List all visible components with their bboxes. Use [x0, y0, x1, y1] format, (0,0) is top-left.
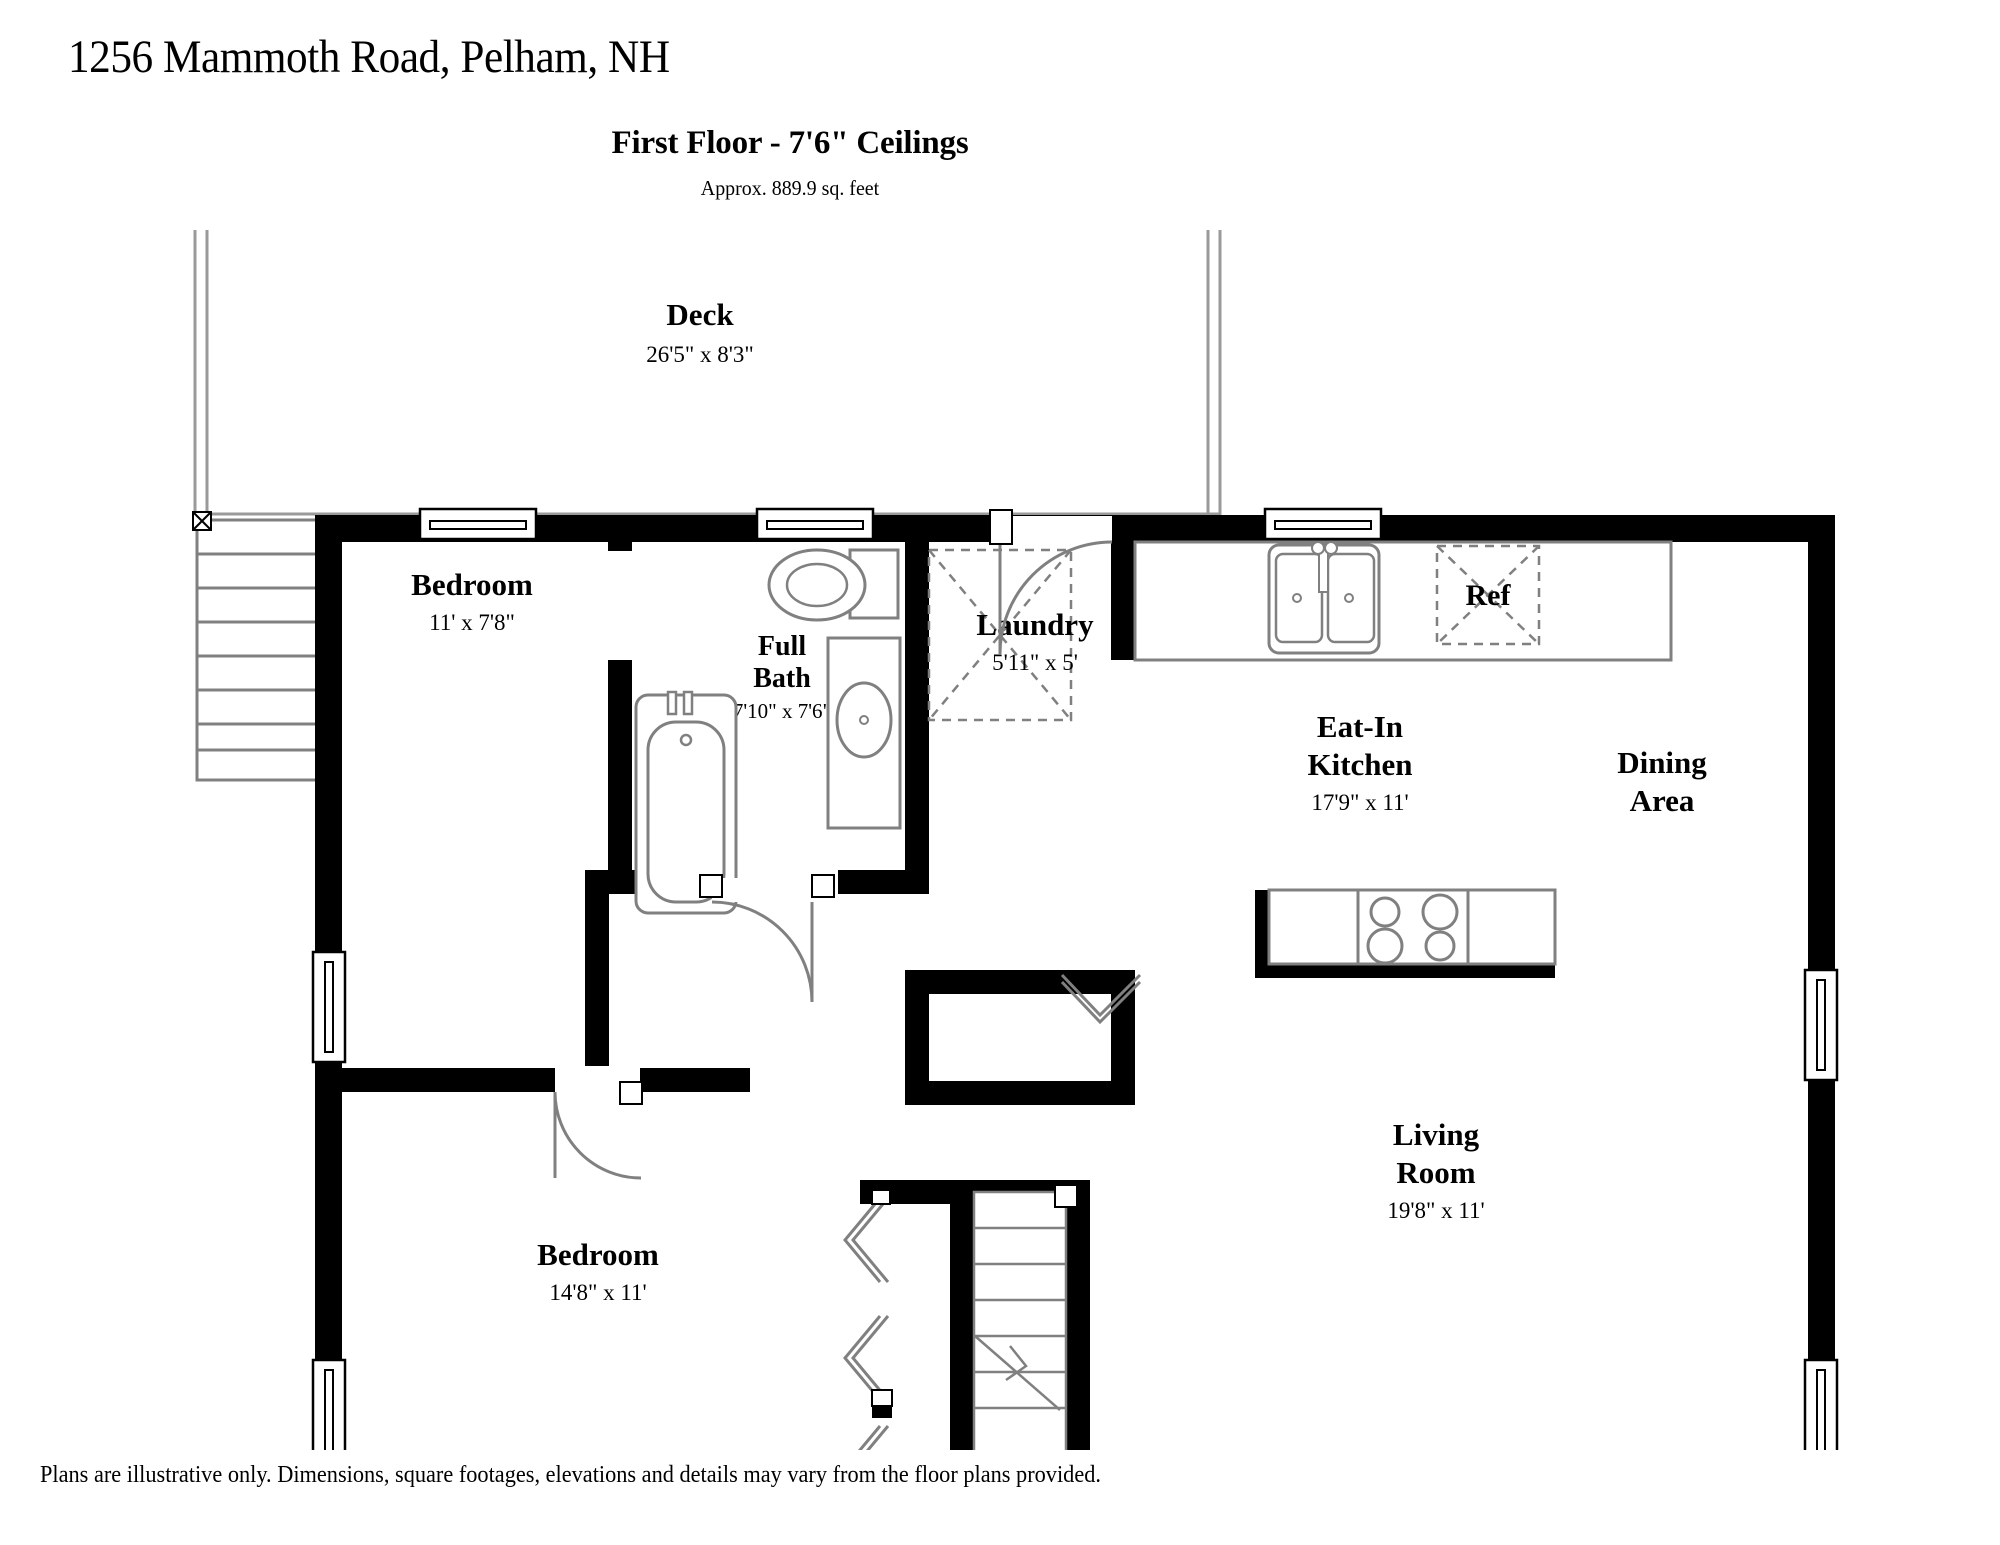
bifold-door: [843, 1315, 893, 1418]
room-label-living-line2: Room: [1396, 1155, 1475, 1190]
window: [311, 950, 347, 1064]
door: [989, 509, 1113, 655]
toilet: [767, 548, 900, 622]
area-note: Approx. 889.9 sq. feet: [700, 176, 880, 200]
door: [553, 1066, 643, 1180]
room-label-dining-line1: Dining: [1617, 745, 1707, 780]
disclaimer-text: Plans are illustrative only. Dimensions,…: [40, 1462, 1101, 1488]
page-title: 1256 Mammoth Road, Pelham, NH: [68, 31, 670, 83]
window: [311, 1358, 347, 1450]
bathtub: [634, 690, 738, 915]
room-dim-bedroom-lower: 14'8" x 11': [549, 1280, 646, 1305]
room-label-kitchen-line2: Kitchen: [1307, 747, 1412, 782]
room-dim-living: 19'8" x 11': [1387, 1198, 1484, 1223]
window: [755, 507, 875, 541]
staircase-exterior: [192, 511, 319, 782]
window: [1803, 968, 1839, 1082]
kitchen-counter: [1133, 540, 1673, 662]
kitchen-island: [1255, 888, 1557, 978]
cooktop: [1356, 888, 1470, 966]
bifold-door: [1060, 973, 1142, 1025]
room-label-full-bath-line1: Full: [758, 631, 806, 662]
room-dim-bedroom-upper: 11' x 7'8": [429, 610, 515, 635]
room-label-dining-line2: Area: [1630, 783, 1695, 818]
floor-plan-drawing: Deck 26'5" x 8'3": [0, 230, 2000, 1450]
appliance-label-refrigerator: Ref: [1466, 579, 1512, 612]
kitchen-sink: [1267, 541, 1381, 655]
window: [1803, 1358, 1839, 1450]
room-label-living-line1: Living: [1393, 1117, 1480, 1152]
vanity-sink: [826, 636, 902, 830]
door: [699, 874, 835, 1003]
room-dim-laundry: 5'11" x 5': [992, 650, 1078, 675]
room-dim-kitchen: 17'9" x 11': [1311, 790, 1408, 815]
room-dim-deck: 26'5" x 8'3": [646, 342, 754, 367]
room-label-deck: Deck: [666, 297, 734, 332]
room-label-bedroom-upper: Bedroom: [411, 567, 533, 602]
windows: [311, 507, 1839, 1450]
room-label-bedroom-lower: Bedroom: [537, 1237, 659, 1272]
bifold-door: [858, 1425, 890, 1450]
room-label-kitchen-line1: Eat-In: [1317, 709, 1403, 744]
deck-outline: [193, 230, 1222, 516]
refrigerator: [1435, 544, 1541, 646]
room-label-full-bath-line2: Bath: [753, 663, 811, 694]
floor-subtitle: First Floor - 7'6" Ceilings: [611, 125, 969, 161]
window: [418, 507, 538, 541]
bifold-door: [843, 1189, 891, 1283]
room-label-laundry: Laundry: [976, 607, 1094, 642]
window: [1263, 507, 1383, 541]
staircase-interior: [972, 1184, 1078, 1450]
room-dim-full-bath: 7'10" x 7'6": [733, 699, 831, 723]
